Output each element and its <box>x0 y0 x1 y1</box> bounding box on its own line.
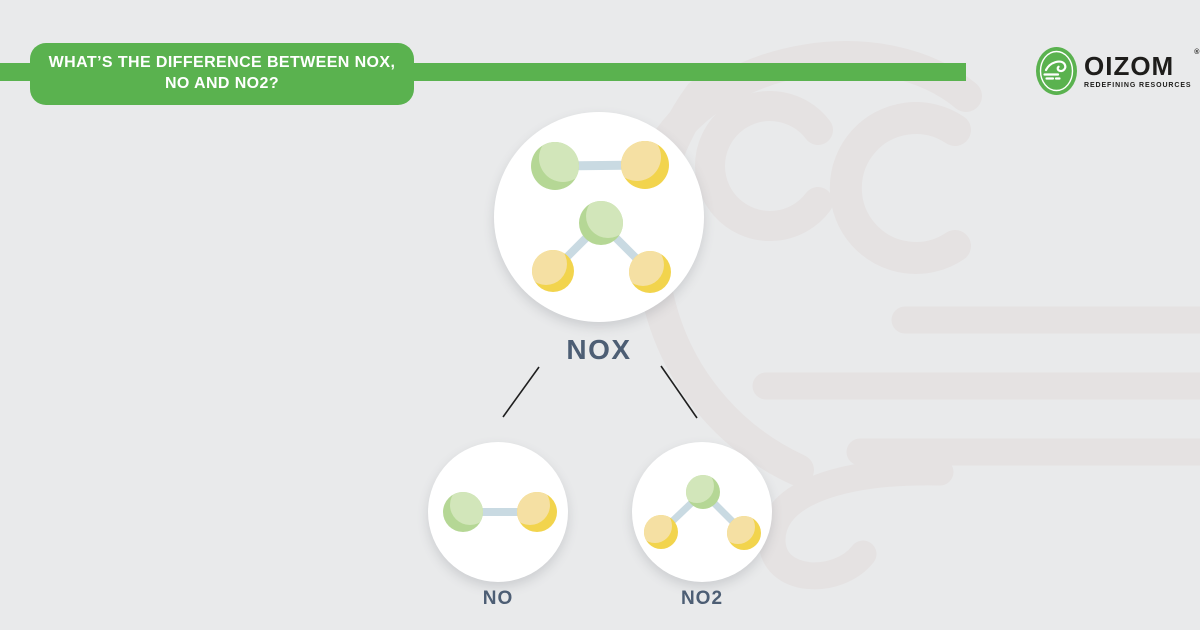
logo-tagline: REDEFINING RESOURCES <box>1084 82 1192 89</box>
connector-line-left <box>502 366 540 418</box>
logo-wordmark: OIZOM ® <box>1084 49 1199 81</box>
nitrogen-atom-icon <box>531 142 579 190</box>
nox-circle <box>494 112 704 322</box>
no2-label: NO2 <box>680 588 724 609</box>
registered-mark-icon: ® <box>1194 49 1200 56</box>
oxygen-atom-icon <box>644 515 678 549</box>
no-circle <box>428 442 568 582</box>
nox-molecules-icon <box>531 141 671 293</box>
logo-name: OIZOM <box>1084 51 1175 81</box>
connector-line-right <box>660 365 698 419</box>
title-banner: WHAT’S THE DIFFERENCE BETWEEN NOX, NO AN… <box>30 43 414 105</box>
oxygen-atom-icon <box>621 141 669 189</box>
no-molecule-icon <box>443 492 557 532</box>
no2-circle <box>632 442 772 582</box>
oizom-logo: OIZOM ® REDEFINING RESOURCES <box>1036 47 1199 95</box>
nox-label: NOX <box>566 334 632 365</box>
oxygen-atom-icon <box>532 250 574 292</box>
title-line-1: WHAT’S THE DIFFERENCE BETWEEN NOX, <box>48 54 396 72</box>
no-label: NO <box>482 588 514 609</box>
no2-molecule-icon <box>644 475 761 550</box>
nitrogen-atom-icon <box>579 201 623 245</box>
nitrogen-atom-icon <box>686 475 720 509</box>
title-line-2: NO AND NO2? <box>164 75 280 92</box>
logo-wind-icon <box>1036 47 1077 95</box>
